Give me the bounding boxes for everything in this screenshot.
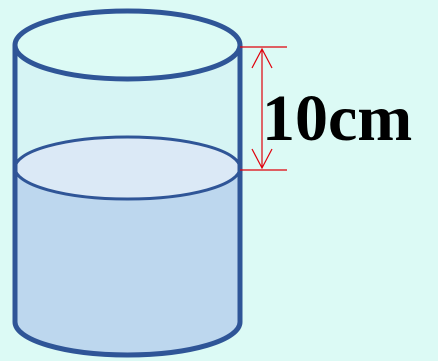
- dimension-arrow-up-icon: [251, 47, 273, 69]
- height-dimension-label: 10cm: [262, 82, 413, 155]
- cylinder-top-rim: [12, 8, 243, 82]
- water-surface: [13, 135, 242, 201]
- dimension-arrow-down-icon: [251, 148, 273, 170]
- water-body: [15, 168, 240, 355]
- cylinder-bottom-edge: [12, 321, 243, 358]
